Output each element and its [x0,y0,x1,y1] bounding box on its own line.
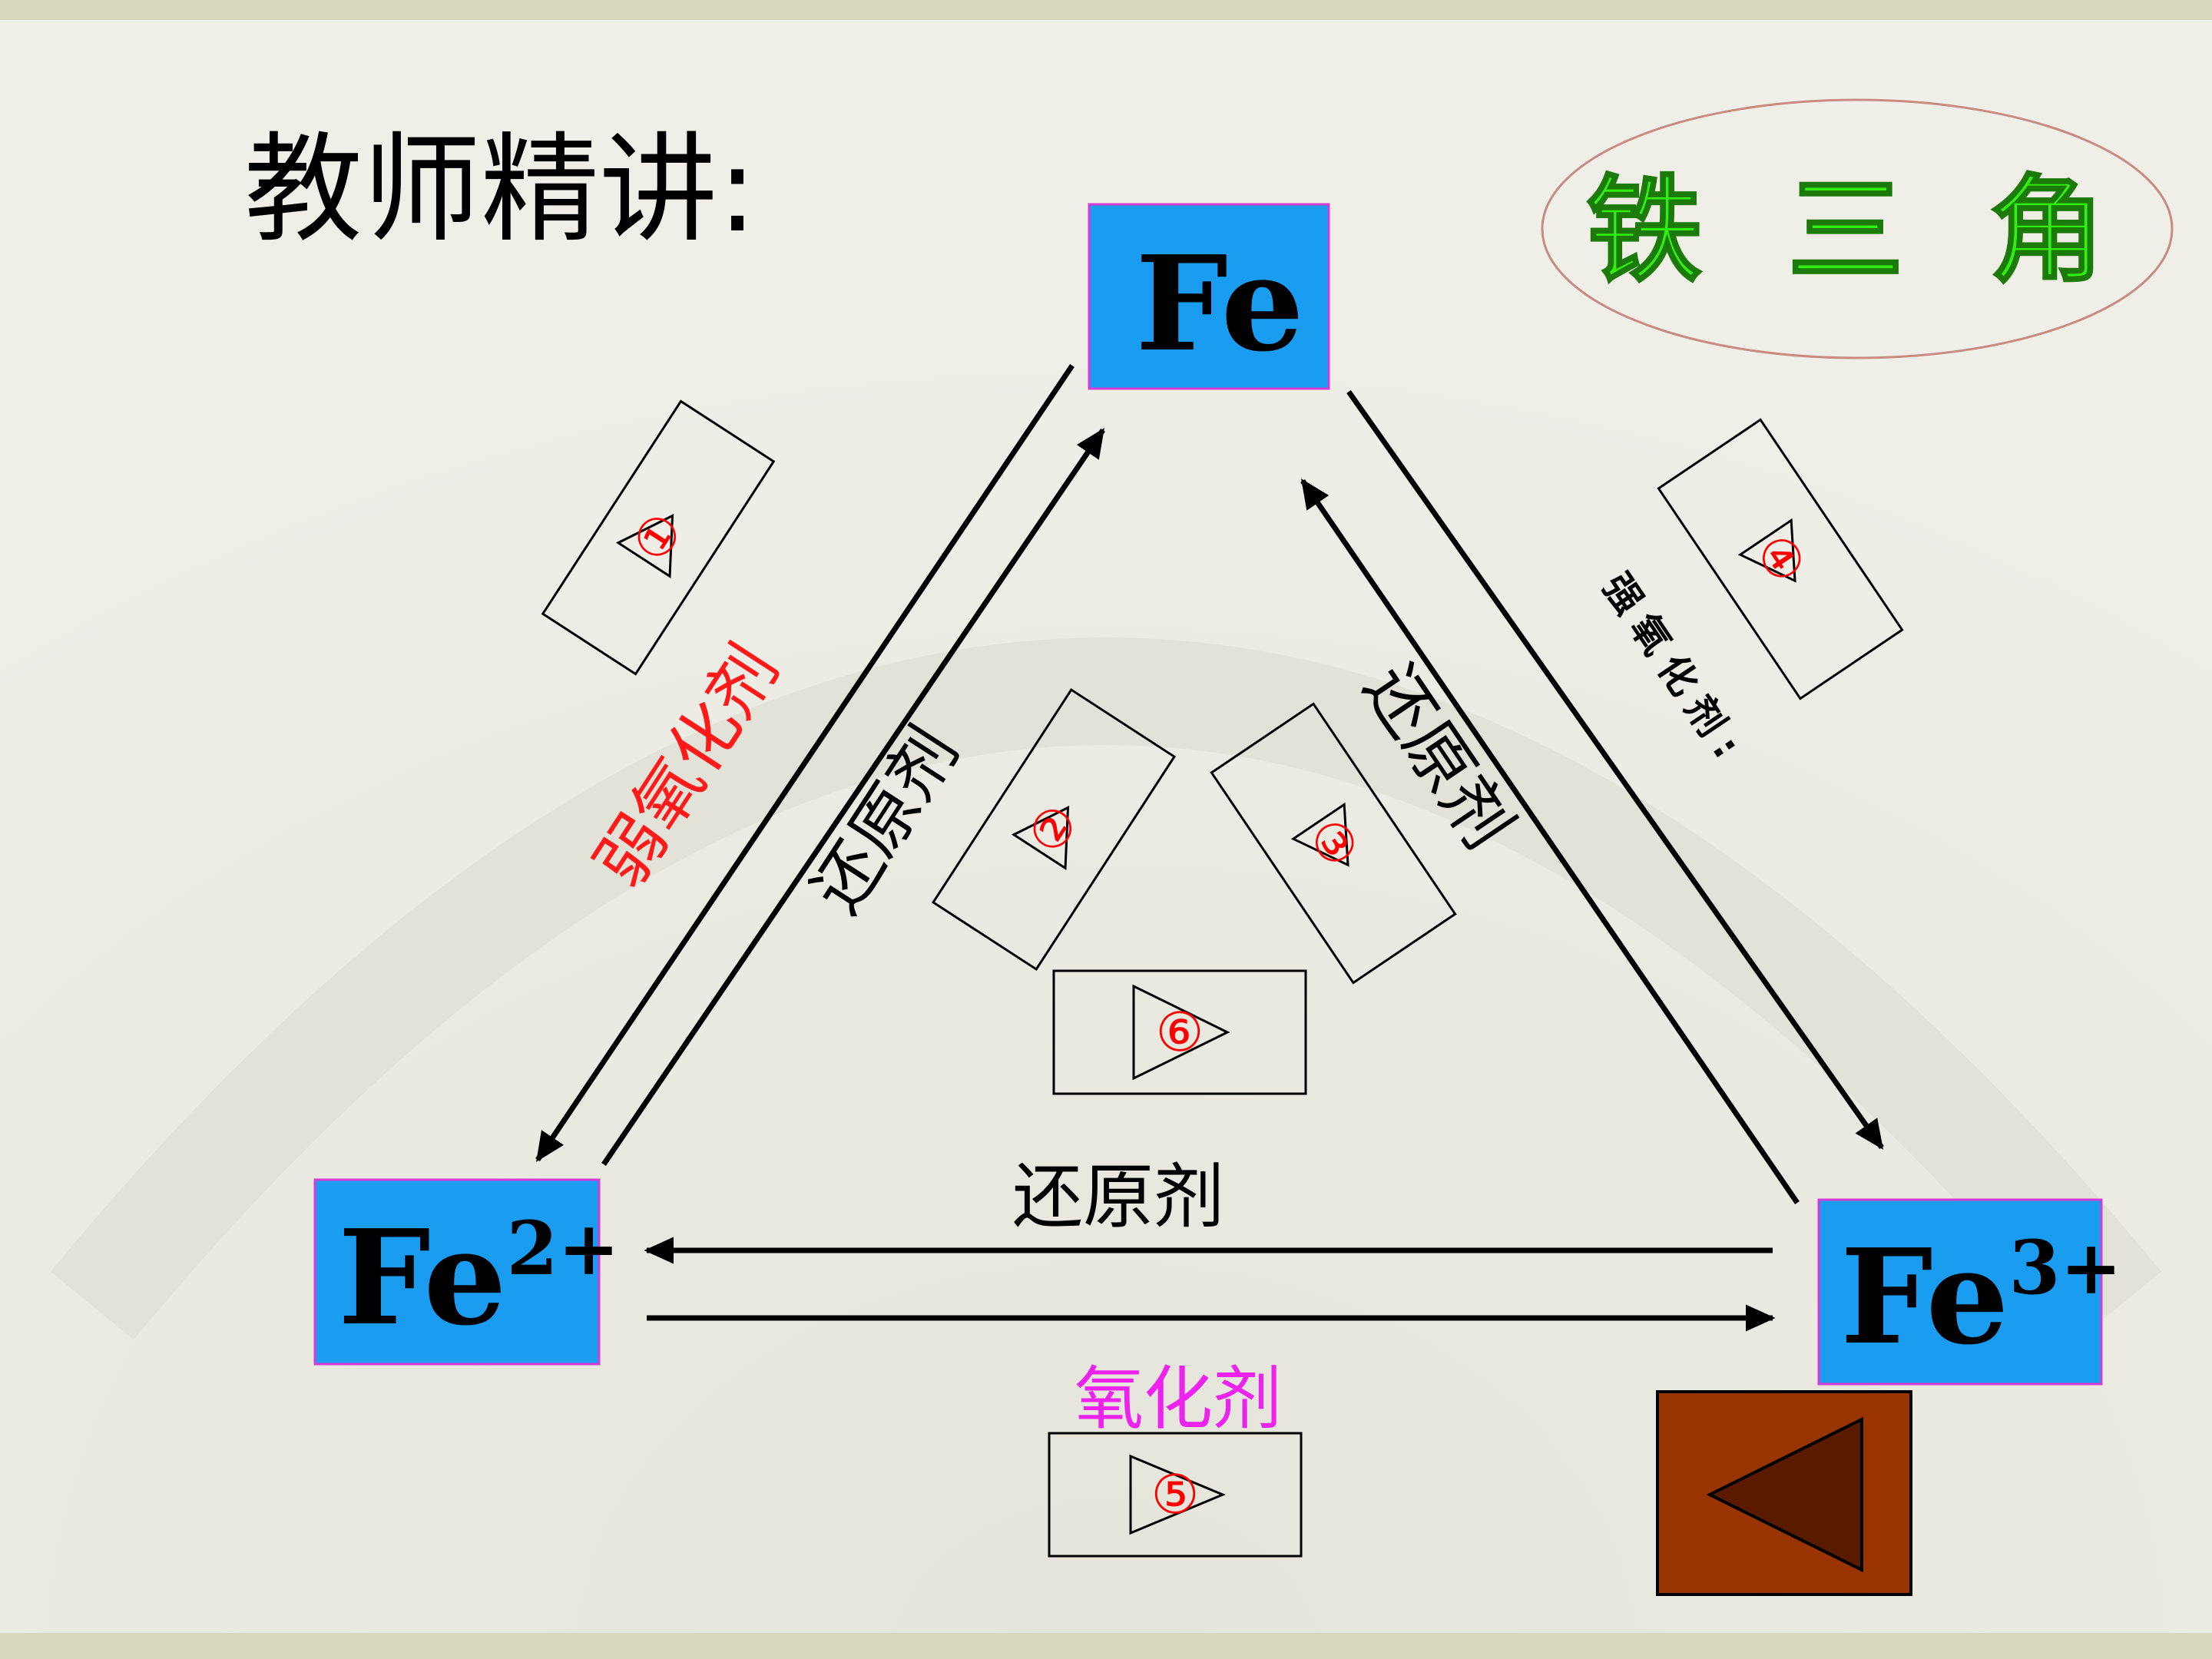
play-button-6[interactable]: ⑥ [1052,969,1307,1095]
play-icon [1737,518,1796,583]
node-fe2-label: Fe2+ [338,1201,620,1355]
play-icon [615,514,674,578]
node-fe3-label: Fe3+ [1840,1220,2122,1374]
arrow-fe2-to-fe [601,428,1105,1166]
play-icon [1011,806,1070,870]
arrow-fe-to-fe2 [535,364,1075,1162]
button-number: ⑤ [1151,1463,1200,1526]
node-fe: Fe [1088,203,1330,390]
play-button-5[interactable]: ⑤ [1048,1432,1303,1558]
button-number: ⑥ [1156,1001,1204,1064]
arrow-fe3-to-fe [1300,478,1800,1204]
node-fe-label: Fe [1135,227,1304,381]
play-icon [1129,1454,1226,1535]
node-fe2: Fe2+ [313,1178,620,1366]
page-title: 教师精讲: [244,121,757,259]
arrow-fe-to-fe3 [1346,389,1884,1150]
label-reductant-bottom: 还原剂 [1012,1156,1224,1238]
play-icon [1132,984,1230,1081]
label-oxidant-bottom: 氧化剂 [1075,1359,1282,1439]
badge-ellipse [1541,98,2174,359]
node-fe3: Fe3+ [1817,1198,2122,1386]
iron-triangle-badge: 铁 三 角 [1587,164,2128,298]
play-icon [1290,802,1349,867]
back-triangle-icon [1706,1416,1863,1573]
back-button[interactable] [1656,1390,1912,1596]
